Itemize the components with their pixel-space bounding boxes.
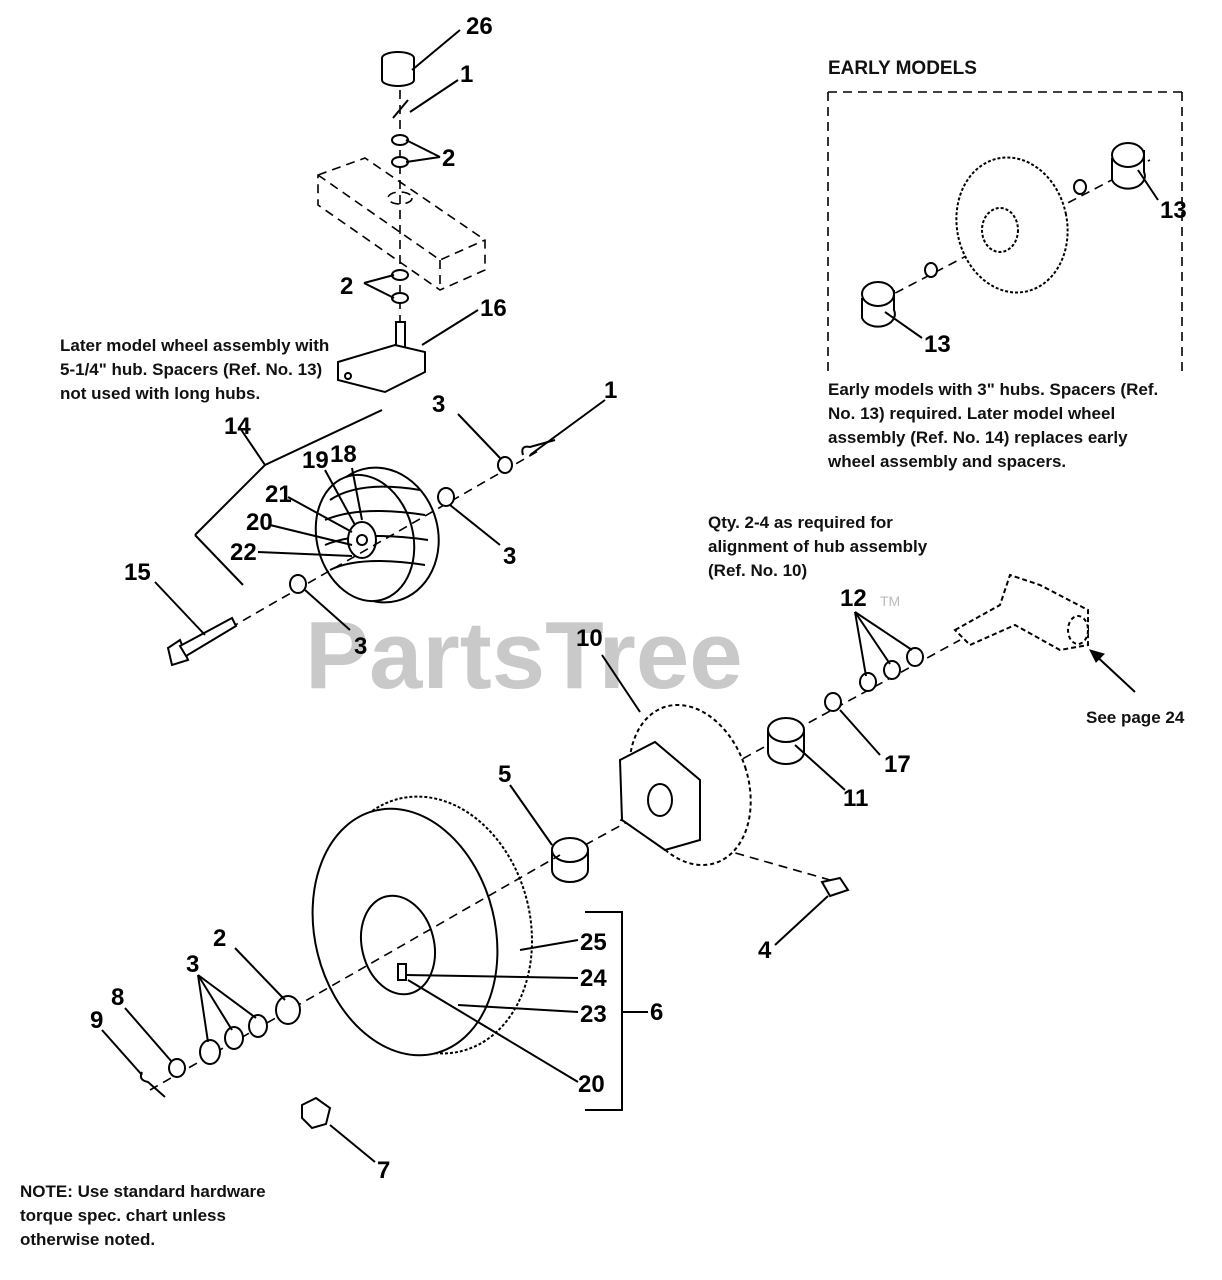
- part-5-spacer: [551, 837, 589, 883]
- callout-5: 5: [498, 761, 511, 788]
- callout-3b: 3: [503, 543, 516, 570]
- callout-20: 20: [246, 509, 273, 536]
- part-3-washer-b: [437, 487, 455, 507]
- callout-13b: 13: [924, 331, 951, 358]
- callout-2c: 2: [213, 925, 226, 952]
- part-16-bracket: [337, 321, 426, 394]
- trademark: TM: [880, 593, 900, 609]
- inset-heading: EARLY MODELS: [828, 58, 977, 79]
- callout-25: 25: [580, 929, 607, 956]
- part-3-washer-c: [497, 456, 513, 474]
- part-6-wheel: [311, 795, 533, 1057]
- part-2-washer: [275, 995, 301, 1025]
- callout-4: 4: [758, 937, 772, 964]
- callout-17: 17: [884, 751, 911, 778]
- part-1-pin-top: [392, 99, 409, 119]
- callout-9: 9: [90, 1007, 103, 1034]
- note-torque: NOTE: Use standard hardware torque spec.…: [20, 1182, 266, 1249]
- part-4-fitting: [820, 876, 850, 898]
- part-1-cotter-pin: [521, 439, 556, 456]
- callout-7: 7: [377, 1157, 390, 1184]
- callout-6: 6: [650, 999, 663, 1026]
- part-15-axle-bolt: [166, 616, 238, 667]
- callout-3c: 3: [432, 391, 445, 418]
- callout-2: 2: [442, 145, 455, 172]
- callout-18: 18: [330, 441, 357, 468]
- callout-24: 24: [580, 965, 607, 992]
- part-7-valve: [301, 1096, 332, 1130]
- note-see-page: See page 24: [1086, 708, 1185, 727]
- callout-2b: 2: [340, 273, 353, 300]
- part-12-rings: [859, 647, 924, 692]
- callout-16: 16: [480, 295, 507, 322]
- callout-21: 21: [265, 481, 292, 508]
- callout-8: 8: [111, 984, 124, 1011]
- callout-1: 1: [460, 61, 473, 88]
- callout-1b: 1: [604, 377, 617, 404]
- callout-12: 12: [840, 585, 867, 612]
- callout-20b: 20: [578, 1071, 605, 1098]
- note-qty: Qty. 2-4 as required for alignment of hu…: [708, 513, 928, 580]
- part-13-spacer-lower: [861, 281, 896, 328]
- callout-26: 26: [466, 13, 493, 40]
- callout-15: 15: [124, 559, 151, 586]
- callout-23: 23: [580, 1001, 607, 1028]
- inset-caption: Early models with 3" hubs. Spacers (Ref.…: [828, 380, 1159, 471]
- part-17-washer: [824, 692, 842, 712]
- callout-11: 11: [843, 785, 868, 812]
- part-3-washer-a: [289, 574, 307, 594]
- callout-3a: 3: [354, 633, 367, 660]
- part-3-washers: [199, 1014, 268, 1065]
- note-later-model: Later model wheel assembly with 5-1/4" h…: [60, 336, 330, 403]
- frame-dashed: [317, 157, 486, 291]
- callout-3d: 3: [186, 951, 199, 978]
- part-26-cap: [381, 51, 415, 87]
- axle-housing: [953, 573, 1089, 652]
- early-wheel: [955, 156, 1069, 294]
- part-9-cotter-pin: [139, 1071, 166, 1098]
- part-13-spacer-upper: [1111, 142, 1146, 190]
- part-10-sprocket: [618, 703, 752, 867]
- part-8-nut: [168, 1058, 186, 1078]
- callout-14: 14: [224, 413, 251, 440]
- callout-10: 10: [576, 625, 603, 652]
- part-11-spacer: [767, 717, 805, 765]
- callout-22: 22: [230, 539, 257, 566]
- callout-13a: 13: [1160, 197, 1187, 224]
- part-14-wheel-assembly: [314, 466, 440, 604]
- watermark: PartsTree: [305, 602, 743, 709]
- callout-19: 19: [302, 447, 329, 474]
